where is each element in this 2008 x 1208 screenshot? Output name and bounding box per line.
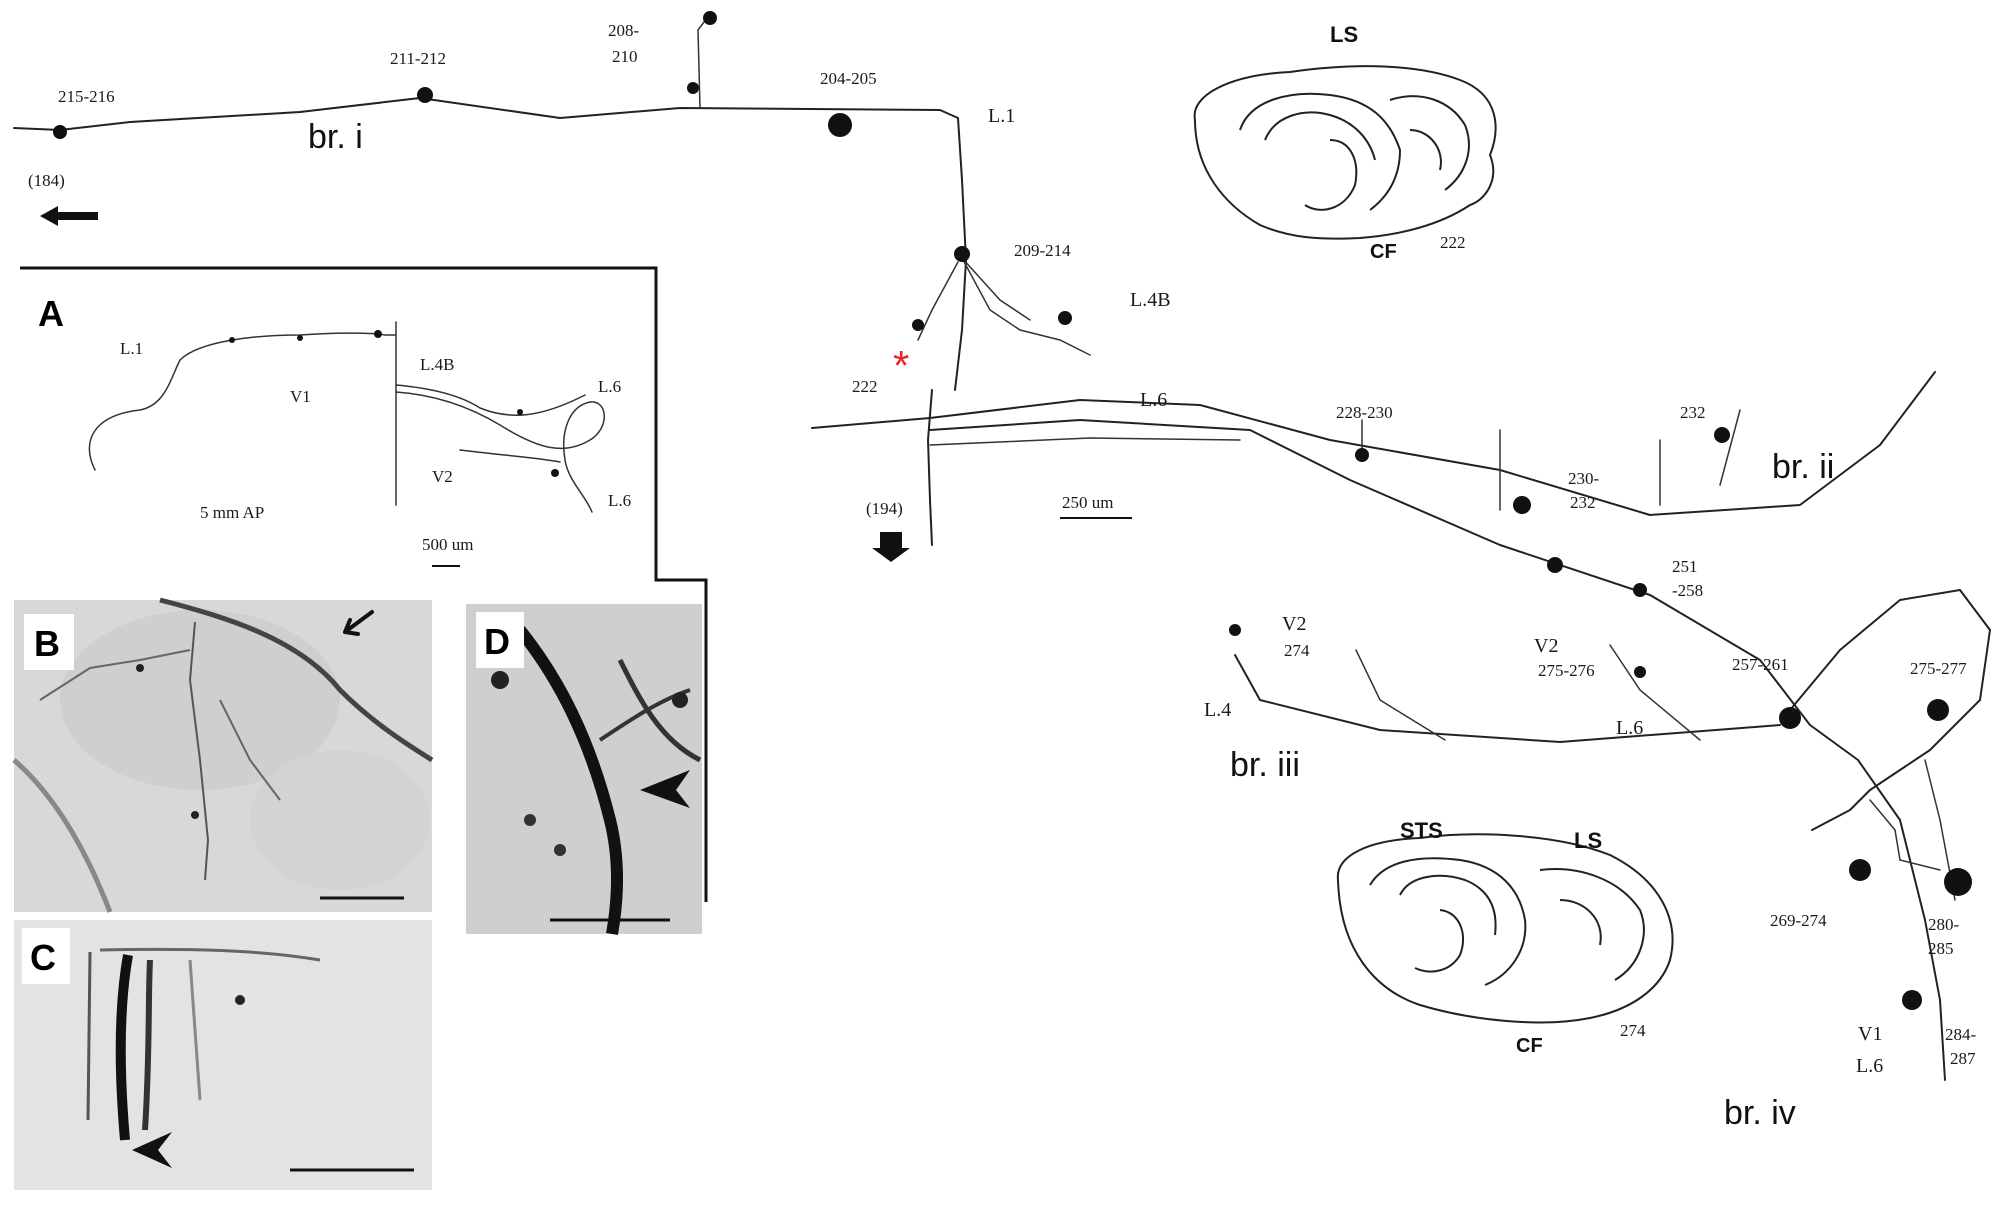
arrow-icon bbox=[343, 610, 374, 636]
cluster-label: 284- bbox=[1945, 1025, 1977, 1044]
cluster-204-205 bbox=[828, 113, 852, 137]
inset-section-number: 274 bbox=[1620, 1021, 1646, 1040]
panel-d-photo: D bbox=[466, 604, 702, 936]
svg-text:250 um: 250 um bbox=[1062, 493, 1113, 512]
cluster-label: 287 bbox=[1950, 1049, 1976, 1068]
inset-label: LS bbox=[1574, 828, 1602, 853]
cluster-labels: 215-216 211-212 208- 210 204-205 209-214… bbox=[58, 21, 1977, 1068]
cluster-280-285 bbox=[1944, 868, 1972, 896]
cluster-v2-275-276 bbox=[1634, 666, 1646, 678]
cluster-label: 208- bbox=[608, 21, 640, 40]
cortex-inset-bottom: STS LS CF 274 bbox=[1336, 818, 1674, 1057]
section-number: (184) bbox=[28, 171, 65, 190]
panel-a-label: L.4B bbox=[420, 355, 454, 374]
cluster-label: 232 bbox=[1680, 403, 1706, 422]
panel-a-label: L.6 bbox=[608, 491, 631, 510]
cluster-label: 204-205 bbox=[820, 69, 877, 88]
down-arrow-icon bbox=[872, 532, 910, 562]
layer-label: V1 bbox=[1858, 1023, 1882, 1045]
origin-asterisk: * bbox=[893, 342, 909, 389]
layer-label: L.6 bbox=[1616, 717, 1643, 739]
panel-letter-c: C bbox=[30, 937, 56, 978]
cluster-209-214-b bbox=[1058, 311, 1072, 325]
cluster-230-232 bbox=[1513, 496, 1531, 514]
cluster-208-210-base bbox=[687, 82, 699, 94]
panel-c-photo: C bbox=[14, 920, 432, 1190]
layer-label: V2 bbox=[1282, 613, 1306, 635]
branch-labels: br. i br. ii br. iii br. iv bbox=[308, 118, 1834, 1132]
cluster-284-287 bbox=[1902, 990, 1922, 1010]
cluster-251-258 bbox=[1547, 557, 1563, 573]
branch-label: br. i bbox=[308, 118, 363, 156]
cluster-228-230 bbox=[1355, 448, 1369, 462]
branch-iii-iv-axon bbox=[929, 419, 1946, 1081]
cluster-label: 215-216 bbox=[58, 87, 115, 106]
panel-a-scale-bar: 500 um bbox=[422, 535, 473, 554]
cluster-label: 209-214 bbox=[1014, 241, 1071, 260]
layer-label: V2 bbox=[1534, 635, 1558, 657]
layer-label: L.6 bbox=[1140, 389, 1167, 411]
cluster-label: 275-277 bbox=[1910, 659, 1967, 678]
cluster-label: 228-230 bbox=[1336, 403, 1393, 422]
panel-a-label: 5 mm AP bbox=[200, 503, 264, 522]
cluster-label: 285 bbox=[1928, 939, 1954, 958]
cluster-209-214 bbox=[954, 246, 970, 262]
cluster-label: 251 bbox=[1672, 557, 1698, 576]
branch-label: br. iii bbox=[1230, 746, 1300, 784]
panel-a-label: V1 bbox=[290, 387, 311, 406]
cortex-inset-top: LS CF 222 bbox=[1193, 22, 1497, 263]
arrowhead-icon bbox=[132, 1132, 172, 1168]
layer-label: L.4 bbox=[1204, 699, 1231, 721]
cluster-label: 257-261 bbox=[1732, 655, 1789, 674]
panel-letter-a: A bbox=[38, 293, 64, 334]
cluster-211-212 bbox=[417, 87, 433, 103]
branch-ii-axon bbox=[811, 371, 1936, 516]
terminal-clusters bbox=[53, 11, 1972, 1010]
cluster-269-274 bbox=[1849, 859, 1871, 881]
panel-a-label: L.6 bbox=[598, 377, 621, 396]
panel-b-photo: B bbox=[12, 597, 434, 913]
section-number: (194) bbox=[866, 499, 903, 518]
cluster-label: 230- bbox=[1568, 469, 1600, 488]
left-arrow-icon bbox=[40, 206, 98, 226]
cluster-label: 275-276 bbox=[1538, 661, 1595, 680]
panel-a-label: V2 bbox=[432, 467, 453, 486]
inset-label: CF bbox=[1370, 241, 1397, 263]
cluster-label: 280- bbox=[1928, 915, 1960, 934]
inset-label: LS bbox=[1330, 22, 1358, 47]
layer-labels: L.1 L.4B L.6 V2 L.4 V2 L.6 V1 L.6 bbox=[988, 105, 1883, 1077]
layer-label: L.6 bbox=[1856, 1055, 1883, 1077]
scale-bar-main: 250 um bbox=[1060, 493, 1132, 519]
layer-label: L.1 bbox=[988, 105, 1015, 127]
cluster-label: -258 bbox=[1672, 581, 1703, 600]
inset-label: CF bbox=[1516, 1035, 1543, 1057]
cluster-label: 222 bbox=[852, 377, 878, 396]
inset-section-number: 222 bbox=[1440, 233, 1466, 252]
cluster-label: 274 bbox=[1284, 641, 1310, 660]
arrowhead-icon bbox=[640, 770, 690, 808]
layer-label: L.4B bbox=[1130, 289, 1171, 311]
cluster-label: 269-274 bbox=[1770, 911, 1827, 930]
cluster-251-258-b bbox=[1633, 583, 1647, 597]
axon-reconstruction bbox=[13, 13, 1991, 1081]
branch-i-axon bbox=[13, 97, 967, 391]
panel-letter-b: B bbox=[34, 623, 60, 664]
panel-letter-d: D bbox=[484, 621, 510, 662]
branch-label: br. ii bbox=[1772, 448, 1834, 486]
cluster-label: 210 bbox=[612, 47, 638, 66]
cluster-257-261 bbox=[1779, 707, 1801, 729]
cluster-v2-274 bbox=[1229, 624, 1241, 636]
panel-a: A L.1 L.4B V1 L.6 V2 L.6 5 mm AP 500 um bbox=[20, 266, 708, 902]
cluster-222 bbox=[912, 319, 924, 331]
cluster-232 bbox=[1714, 427, 1730, 443]
branch-label: br. iv bbox=[1724, 1094, 1796, 1132]
cluster-label: 232 bbox=[1570, 493, 1596, 512]
panel-a-label: L.1 bbox=[120, 339, 143, 358]
inset-label: STS bbox=[1400, 818, 1443, 843]
cluster-215-216 bbox=[53, 125, 67, 139]
cluster-275-277 bbox=[1927, 699, 1949, 721]
cluster-208-210-top bbox=[703, 11, 717, 25]
cluster-label: 211-212 bbox=[390, 49, 446, 68]
